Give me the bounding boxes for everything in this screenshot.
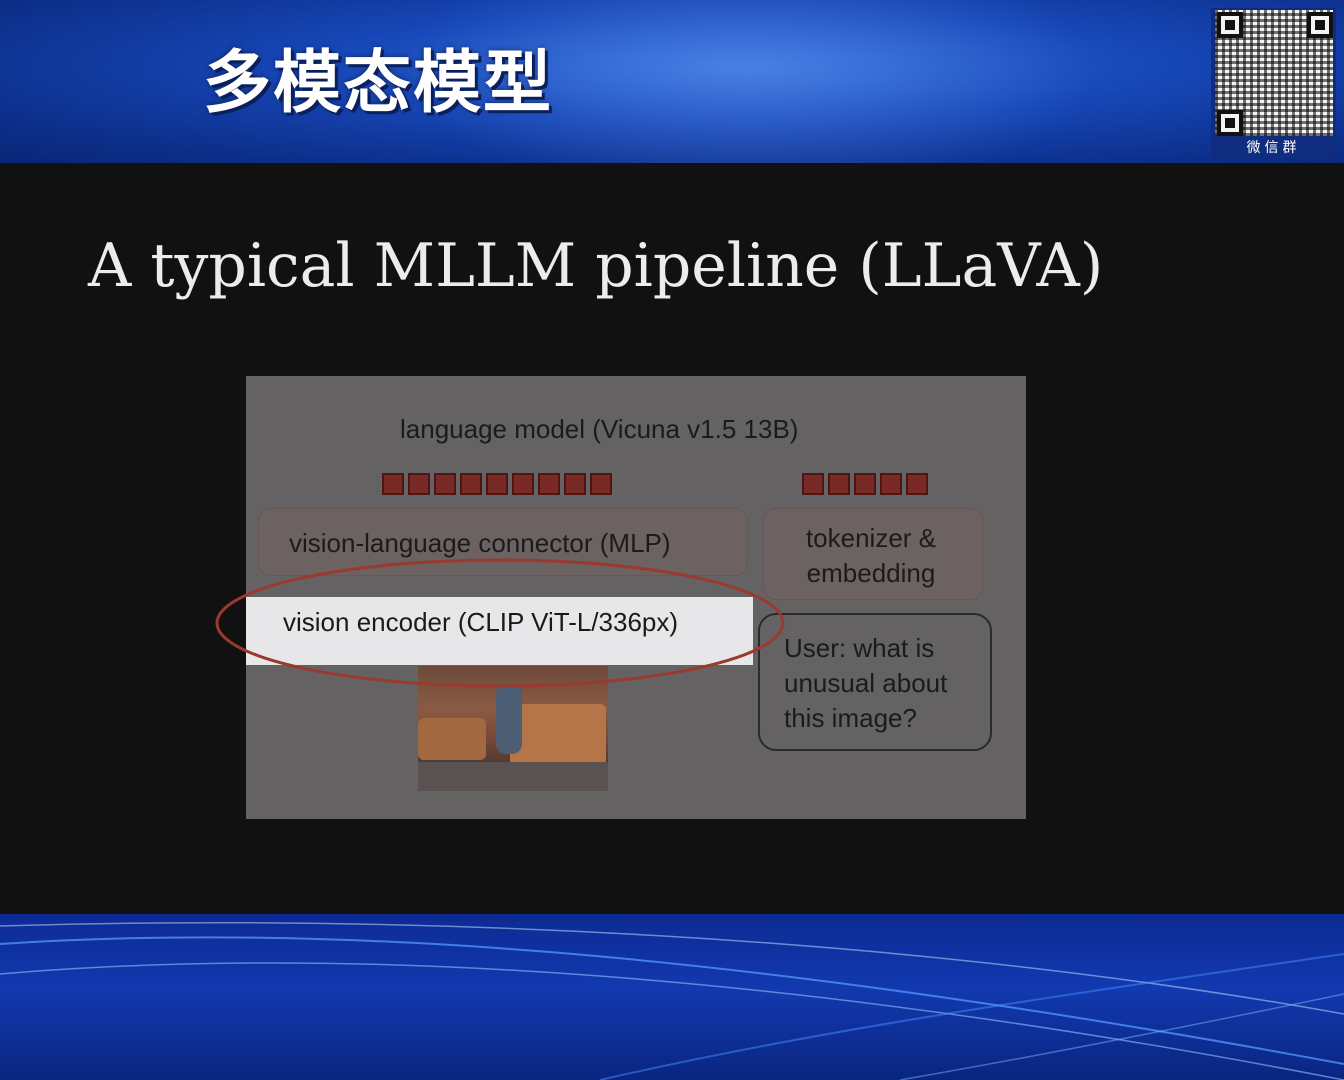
token-square: [854, 473, 876, 495]
qr-finder: [1217, 110, 1243, 136]
vision-encoder-box: vision encoder (CLIP ViT-L/336px): [246, 597, 753, 665]
token-square: [906, 473, 928, 495]
user-prompt-box: User: what is unusual about this image?: [758, 613, 992, 751]
image-token-row: [382, 473, 612, 495]
token-square: [434, 473, 456, 495]
qr-code-icon: [1215, 10, 1333, 136]
road-shape: [418, 762, 608, 791]
token-square: [564, 473, 586, 495]
user-prompt-text: User: what is unusual about this image?: [784, 633, 948, 733]
llava-diagram: language model (Vicuna v1.5 13B) vision-…: [246, 376, 1026, 819]
person-shape: [496, 684, 522, 754]
token-square: [828, 473, 850, 495]
text-token-row: [802, 473, 928, 495]
banner-title: 多模态模型: [203, 44, 554, 123]
token-square: [408, 473, 430, 495]
token-square: [538, 473, 560, 495]
token-square: [590, 473, 612, 495]
tokenizer-label: tokenizer & embedding: [805, 523, 937, 588]
streak: [0, 922, 1344, 1015]
token-square: [382, 473, 404, 495]
token-square: [802, 473, 824, 495]
taxi-shape: [510, 704, 606, 766]
highlight-ellipse: [215, 558, 785, 688]
vision-encoder-label: vision encoder (CLIP ViT-L/336px): [283, 607, 679, 637]
streak: [599, 953, 1344, 1080]
input-image: [418, 666, 608, 791]
bottom-banner: [0, 914, 1344, 1080]
streak: [899, 993, 1344, 1080]
token-square: [486, 473, 508, 495]
language-model-label: language model (Vicuna v1.5 13B): [400, 414, 799, 444]
top-banner: 多模态模型 微信群: [0, 0, 1344, 163]
taxi-shape: [418, 718, 486, 760]
qr-card: 微信群: [1211, 8, 1336, 158]
streak: [0, 962, 1344, 1080]
qr-caption: 微信群: [1246, 140, 1301, 156]
connector-box: [259, 509, 747, 575]
connector-label: vision-language connector (MLP): [289, 528, 671, 558]
token-square: [512, 473, 534, 495]
tokenizer-box: [764, 509, 982, 599]
qr-finder: [1307, 12, 1333, 38]
token-square: [880, 473, 902, 495]
qr-finder: [1217, 12, 1243, 38]
light-streaks: [0, 922, 1344, 1080]
token-square: [460, 473, 482, 495]
streak: [0, 936, 1344, 1065]
slide-title: A typical MLLM pipeline (LLaVA): [88, 231, 1104, 301]
banner-glow: [400, 0, 1100, 163]
